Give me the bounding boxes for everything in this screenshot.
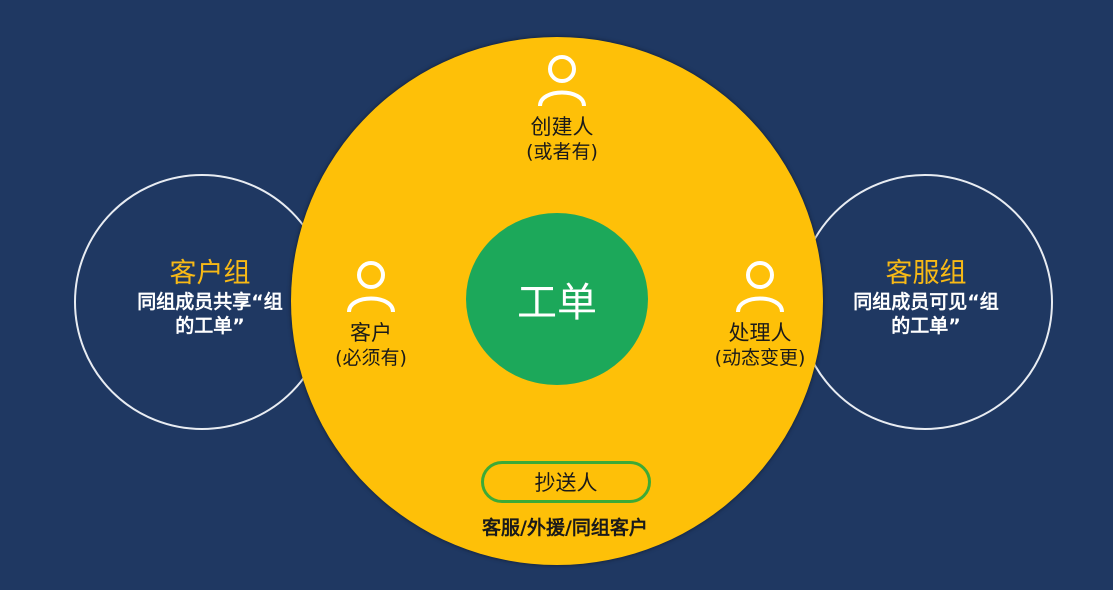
role-creator: 创建人 (或者有) — [482, 52, 642, 164]
customer-group-desc: 同组成员共享“组 的工单” — [137, 291, 283, 337]
person-outline-icon — [347, 261, 395, 313]
person-outline-icon — [736, 261, 784, 313]
handler-note: (动态变更) — [714, 347, 806, 369]
role-customer: 客户 (必须有) — [291, 258, 451, 370]
customer-group: 客户组 同组成员共享“组 的工单” — [110, 258, 310, 338]
creator-name: 创建人 — [530, 115, 594, 139]
creator-note: (或者有) — [526, 141, 598, 163]
customer-note: (必须有) — [335, 347, 407, 369]
person-outline-icon — [538, 55, 586, 107]
customer-name: 客户 — [350, 321, 392, 345]
ticket-label: 工单 — [517, 280, 597, 326]
service-group-title: 客服组 — [885, 258, 967, 289]
handler-name: 处理人 — [728, 321, 792, 345]
ticket-center-circle: 工单 — [466, 213, 648, 385]
service-group-desc: 同组成员可见“组 的工单” — [853, 291, 999, 337]
service-group: 客服组 同组成员可见“组 的工单” — [826, 258, 1026, 338]
cc-label: 抄送人 — [534, 471, 598, 495]
customer-group-title: 客户组 — [169, 258, 251, 289]
cc-pill: 抄送人 — [481, 461, 651, 503]
cc-note: 客服/外援/同组客户 — [482, 517, 648, 539]
role-handler: 处理人 (动态变更) — [680, 258, 840, 370]
